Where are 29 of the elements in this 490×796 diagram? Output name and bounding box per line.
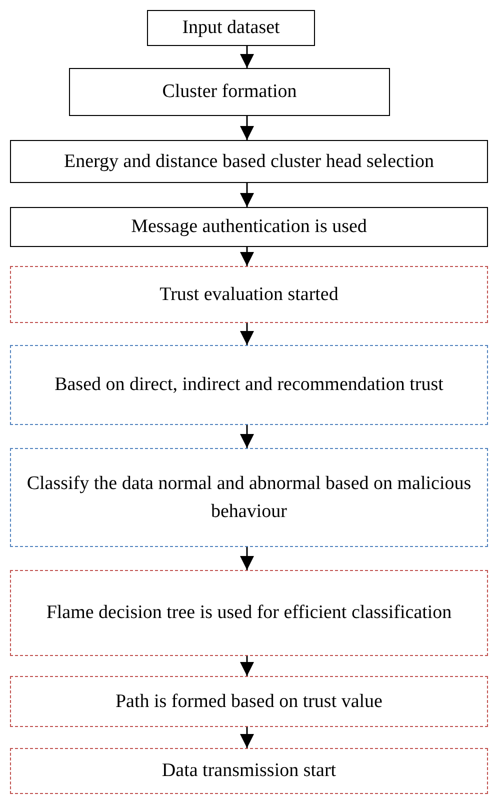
arrow <box>240 727 254 748</box>
step-text: Cluster formation <box>161 80 298 104</box>
arrow <box>240 656 254 676</box>
arrow <box>240 116 254 140</box>
step-text: Input dataset <box>181 16 281 40</box>
process-box <box>10 207 488 247</box>
arrow <box>240 323 254 345</box>
process-box <box>10 140 488 183</box>
step-text: Classify the data normal and abnormal based on malicious behaviour <box>26 472 472 524</box>
step-text: Message authentication is used <box>130 215 368 240</box>
process-box <box>147 10 315 46</box>
arrow <box>240 425 254 448</box>
step-text: Trust evaluation started <box>158 282 340 307</box>
step-text: Data transmission start <box>160 759 338 784</box>
step-text: Based on direct, indirect and recommendation trust <box>54 373 444 398</box>
arrow <box>240 46 254 68</box>
arrow <box>240 183 254 207</box>
process-box <box>10 266 488 323</box>
process-box <box>10 748 488 794</box>
process-box <box>10 345 488 425</box>
step-text: Energy and distance based cluster head selection <box>62 150 435 174</box>
process-box <box>10 448 488 547</box>
arrow <box>240 547 254 570</box>
step-text: Flame decision tree is used for efficient classification <box>45 601 453 626</box>
process-box <box>10 570 488 656</box>
process-box <box>10 676 488 727</box>
arrow <box>240 247 254 266</box>
step-text: Path is formed based on trust value <box>114 690 384 714</box>
process-box <box>69 68 390 116</box>
